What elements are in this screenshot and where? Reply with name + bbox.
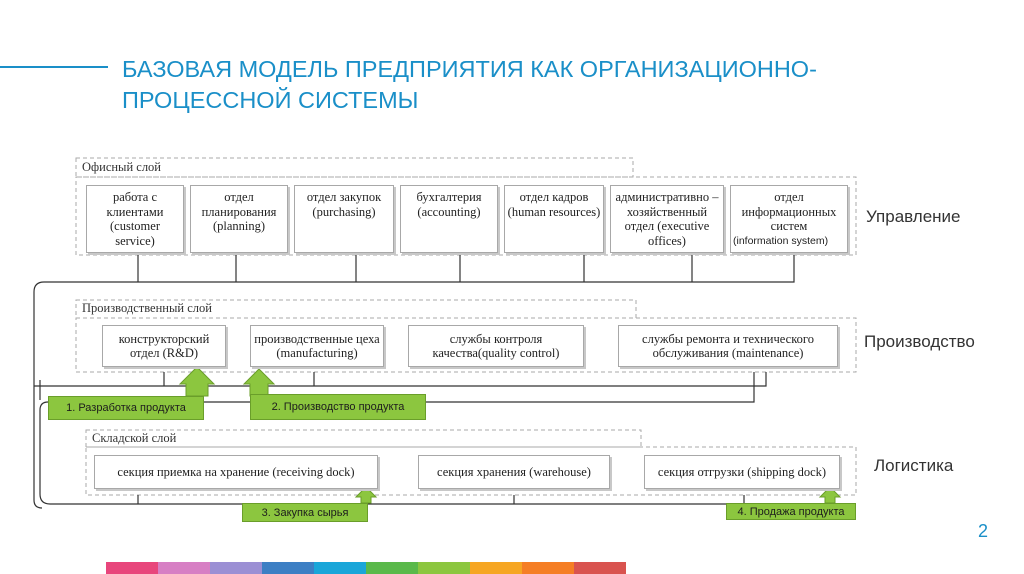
side-label-management: Управление <box>866 207 961 226</box>
box-human-resources: отдел кадров (human resources) <box>504 185 604 253</box>
process-1-arrow <box>178 366 216 397</box>
footer-color-segment-7 <box>418 562 470 574</box>
box-quality-control: службы контроля качества(quality control… <box>408 325 584 367</box>
footer-color-strip <box>106 562 626 574</box>
office-layer-area <box>75 176 857 256</box>
production-layer-area <box>75 317 857 373</box>
box-planning: отдел планирования (planning) <box>190 185 288 253</box>
warehouse-layer-frame <box>85 429 642 448</box>
box-manufacturing: производственные цеха (manufacturing) <box>250 325 384 367</box>
process-1-label: 1. Разработка продукта <box>48 396 204 420</box>
warehouse-layer-label: Складской слой <box>92 431 177 445</box>
title-accent-line <box>0 66 108 68</box>
footer-color-segment-9 <box>522 562 574 574</box>
side-label-logistics: Логистика <box>874 456 954 475</box>
box-information-system: отдел информационных систем (information… <box>730 185 848 253</box>
box-executive-offices: административно – хозяйственный отдел (e… <box>610 185 724 253</box>
box-maintenance: службы ремонта и технического обслуживан… <box>618 325 838 367</box>
connector-bus-warehouse <box>39 410 836 505</box>
office-layer-label: Офисный слой <box>82 160 161 174</box>
process-3-label: 3. Закупка сырья <box>242 503 368 522</box>
side-label-production: Производство <box>864 332 975 351</box>
footer-color-segment-3 <box>210 562 262 574</box>
footer-color-segment-4 <box>262 562 314 574</box>
box-information-system-sub: (information system) <box>733 234 829 247</box>
office-layer-frame <box>75 157 634 178</box>
box-accounting: бухгалтерия (accounting) <box>400 185 498 253</box>
page-title-line-2: ПРОЦЕССНОЙ СИСТЕМЫ <box>122 87 419 113</box>
connector-warehouse-left <box>33 386 43 509</box>
box-customer-service: работа с клиентами (customer service) <box>86 185 184 253</box>
box-information-system-text: отдел информационных систем <box>741 190 837 233</box>
footer-color-segment-8 <box>470 562 522 574</box>
process-2-label: 2. Производство продукта <box>250 394 426 420</box>
footer-color-segment-10 <box>574 562 626 574</box>
box-purchasing: отдел закупок (purchasing) <box>294 185 394 253</box>
footer-color-segment-1 <box>106 562 158 574</box>
connector-bus-production <box>34 372 767 387</box>
process-4-arrow <box>818 486 842 504</box>
footer-color-segment-5 <box>314 562 366 574</box>
footer-color-segment-6 <box>366 562 418 574</box>
box-rnd: конструкторский отдел (R&D) <box>102 325 226 367</box>
page-title: БАЗОВАЯ МОДЕЛЬ ПРЕДПРИЯТИЯ КАК ОРГАНИЗАЦ… <box>122 54 982 116</box>
warehouse-layer-area <box>85 446 857 496</box>
box-shipping-dock: секция отгрузки (shipping dock) <box>644 455 840 489</box>
page-title-line-1: БАЗОВАЯ МОДЕЛЬ ПРЕДПРИЯТИЯ КАК ОРГАНИЗАЦ… <box>122 56 817 82</box>
box-receiving-dock: секция приемка на хранение (receiving do… <box>94 455 378 489</box>
process-3-arrow <box>354 486 378 504</box>
process-2-arrow <box>242 368 276 397</box>
connector-bus-office <box>33 255 795 386</box>
process-4-label: 4. Продажа продукта <box>726 503 856 520</box>
page-number: 2 <box>978 521 989 541</box>
production-layer-label: Производственный слой <box>82 301 212 315</box>
footer-color-segment-2 <box>158 562 210 574</box>
box-warehouse: секция хранения (warehouse) <box>418 455 610 489</box>
